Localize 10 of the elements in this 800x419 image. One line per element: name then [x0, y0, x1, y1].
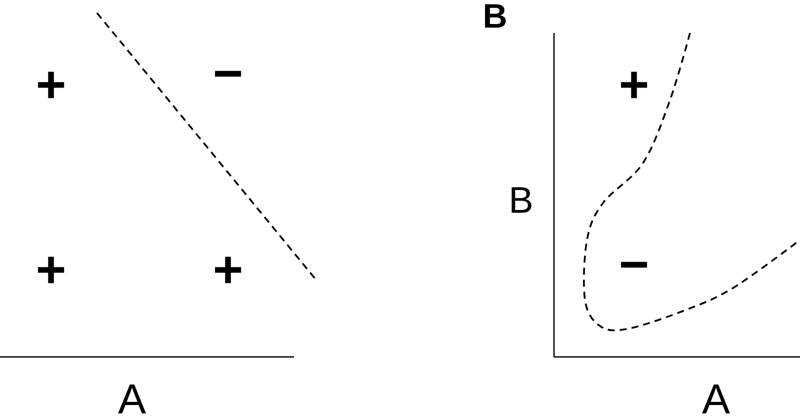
plus-sign: +	[38, 72, 64, 98]
minus-sign: −	[620, 262, 648, 268]
axis-label: A	[702, 384, 730, 414]
panel-letter: B	[485, 4, 506, 28]
plus-sign: +	[621, 72, 648, 98]
axis-label: B	[512, 187, 532, 213]
axis-label: A	[118, 384, 146, 414]
plus-sign: +	[215, 256, 242, 284]
plus-sign: +	[38, 256, 64, 284]
minus-sign: −	[215, 70, 242, 77]
